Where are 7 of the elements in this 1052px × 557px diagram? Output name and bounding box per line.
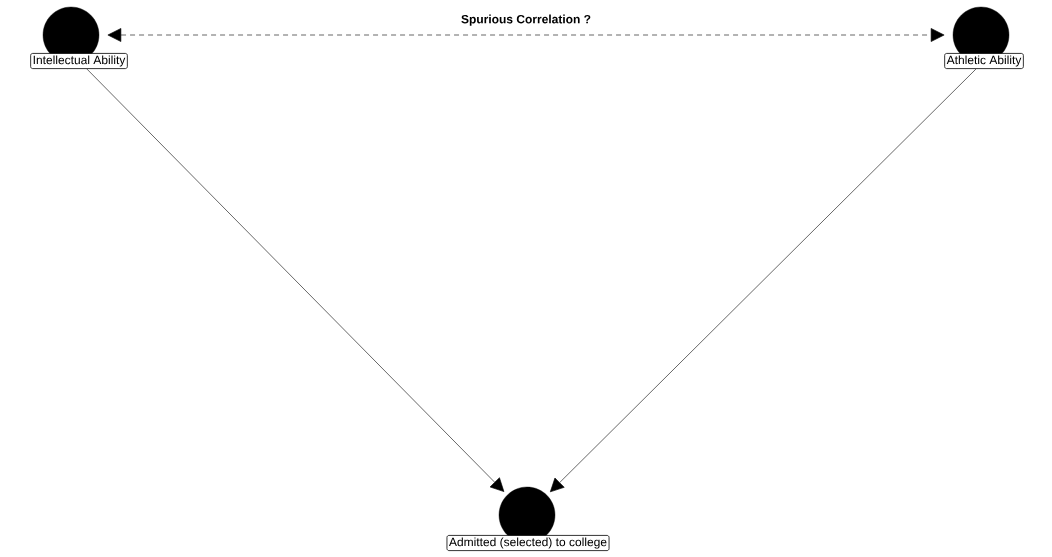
arrow [550,68,977,493]
arrow [86,68,505,492]
node-label: Admitted (selected) to college [446,535,610,551]
node-label: Athletic Ability [944,53,1024,69]
arrow [107,28,945,42]
edge-label: Spurious Correlation ? [461,14,591,26]
node-label: Intellectual Ability [30,53,128,69]
